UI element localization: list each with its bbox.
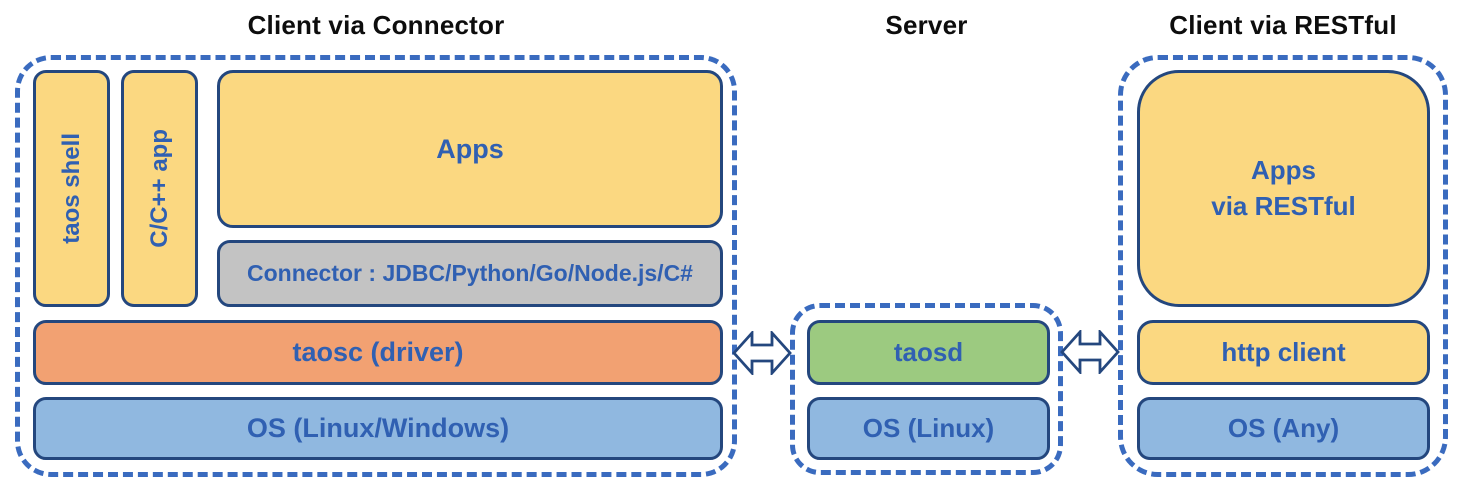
- taos-shell-label: taos shell: [57, 133, 85, 244]
- taosc-driver-box: taosc (driver): [33, 320, 723, 385]
- bidirectional-arrow-icon: [732, 329, 792, 380]
- apps-label: Apps: [436, 133, 504, 164]
- os-linux-label: OS (Linux): [862, 413, 995, 443]
- group-client-via-restful: [1118, 55, 1448, 477]
- section-title-client-restful: Client via RESTful: [1169, 10, 1397, 40]
- cpp-app-box: C/C++ app: [121, 70, 198, 307]
- taosd-label: taosd: [893, 337, 964, 367]
- os-any-box: OS (Any): [1137, 397, 1430, 460]
- section-title-client-connector: Client via Connector: [247, 10, 505, 40]
- os-linux-box: OS (Linux): [807, 397, 1050, 460]
- group-server: [790, 303, 1063, 475]
- apps-via-restful-label: Apps via RESTful: [1211, 155, 1356, 221]
- taos-shell-box: taos shell: [33, 70, 110, 307]
- apps-via-restful-box: Apps via RESTful: [1137, 70, 1430, 307]
- os-linux-windows-box: OS (Linux/Windows): [33, 397, 723, 460]
- taosd-box: taosd: [807, 320, 1050, 385]
- bidirectional-arrow-icon: [1060, 328, 1120, 379]
- group-client-via-connector: [15, 55, 737, 477]
- section-title-server: Server: [885, 10, 968, 40]
- taosc-driver-label: taosc (driver): [292, 337, 464, 367]
- apps-box: Apps: [217, 70, 723, 228]
- cpp-app-label: C/C++ app: [145, 129, 173, 248]
- connector-box: Connector : JDBC/Python/Go/Node.js/C#: [217, 240, 723, 307]
- os-any-label: OS (Any): [1227, 413, 1340, 443]
- os-linux-windows-label: OS (Linux/Windows): [246, 413, 510, 443]
- http-client-label: http client: [1221, 337, 1346, 367]
- connector-label: Connector : JDBC/Python/Go/Node.js/C#: [247, 260, 693, 286]
- http-client-box: http client: [1137, 320, 1430, 385]
